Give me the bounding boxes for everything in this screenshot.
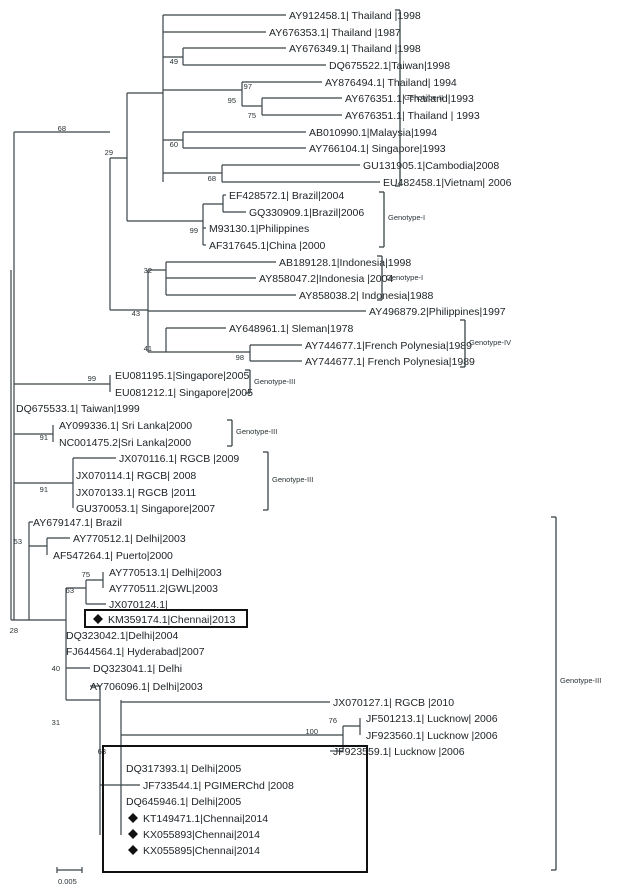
taxon-label: GU131905.1|Cambodia|2008: [363, 160, 499, 172]
taxon-label: AY648961.1| Sleman|1978: [229, 323, 354, 335]
bootstrap-value: 99: [88, 374, 96, 383]
highlight-boxes: [84, 609, 368, 873]
bootstrap-values: 97 49 95 75 60 68 29 68 99 32 43 41 98 99 91 91 53 75 63 40…: [10, 57, 337, 756]
study-isolate-diamond-icon: [128, 813, 138, 823]
genotype-label: Genotype-I: [388, 213, 425, 222]
taxon-label: FJ644564.1| Hyderabad|2007: [66, 646, 205, 658]
taxon-label: AY676353.1| Thailand |1987: [269, 27, 401, 39]
bootstrap-value: 98: [236, 353, 244, 362]
taxon-label: JX070133.1| RGCB |2011: [76, 487, 196, 499]
taxon-label: JF923560.1| Lucknow |2006: [366, 730, 498, 742]
bootstrap-value: 41: [144, 344, 152, 353]
taxon-label: DQ323041.1| Delhi: [93, 663, 182, 675]
taxon-label: AY676349.1| Thailand |1998: [289, 43, 421, 55]
taxon-label: AY858038.2| Indonesia|1988: [299, 290, 433, 302]
bootstrap-value: 43: [132, 309, 140, 318]
taxon-label: DQ675522.1|Taiwan|1998: [329, 60, 450, 72]
study-isolate-diamond-icon: [93, 614, 103, 624]
taxon-label: AB189128.1|Indonesia|1998: [279, 257, 411, 269]
genotype-label: Genotype-II: [404, 93, 443, 102]
taxon-label: JF733544.1| PGIMERChd |2008: [143, 780, 294, 792]
taxon-label: AY770511.2|GWL|2003: [109, 583, 218, 595]
taxon-label: KM359174.1|Chennai|2013: [108, 614, 236, 626]
bootstrap-value: 53: [14, 537, 22, 546]
study-isolate-diamond-icon: [128, 829, 138, 839]
bootstrap-value: 63: [66, 586, 74, 595]
bootstrap-value: 31: [52, 718, 60, 727]
bootstrap-value: 91: [40, 485, 48, 494]
taxon-label: AY496879.2|Philippines|1997: [369, 306, 506, 318]
taxon-label: JX070127.1| RGCB |2010: [333, 697, 454, 709]
taxon-label: DQ317393.1| Delhi|2005: [126, 763, 241, 775]
taxon-label: JX070116.1| RGCB |2009: [119, 453, 239, 465]
bootstrap-value: 63: [98, 747, 106, 756]
taxon-label: AY099336.1| Sri Lanka|2000: [59, 420, 192, 432]
taxon-label: GU370053.1| Singapore|2007: [76, 503, 215, 515]
bootstrap-value: 75: [82, 570, 90, 579]
taxon-label: DQ645946.1| Delhi|2005: [126, 796, 241, 808]
bootstrap-value: 29: [105, 148, 113, 157]
genotype-label: Genotype-III: [560, 676, 601, 685]
taxon-label: AF547264.1| Puerto|2000: [53, 550, 173, 562]
taxon-label: AY858047.2|Indonesia |2004: [259, 273, 393, 285]
taxon-label: NC001475.2|Sri Lanka|2000: [59, 437, 191, 449]
taxon-label: AY770512.1| Delhi|2003: [73, 533, 186, 545]
taxon-label: KX055893|Chennai|2014: [143, 829, 260, 841]
taxon-label: AY706096.1| Delhi|2003: [90, 681, 203, 693]
taxon-label: AY676351.1| Thailand | 1993: [345, 110, 480, 122]
taxon-label: GQ330909.1|Brazil|2006: [249, 207, 364, 219]
scale-bar-label: 0.005: [58, 877, 77, 886]
taxon-label: JF501213.1| Lucknow| 2006: [366, 713, 498, 725]
taxon-label: AF317645.1|China |2000: [209, 240, 326, 252]
bootstrap-value: 49: [170, 57, 178, 66]
bootstrap-value: 40: [52, 664, 60, 673]
taxon-label: AB010990.1|Malaysia|1994: [309, 127, 437, 139]
bootstrap-value: 60: [170, 140, 178, 149]
taxon-label: JX070124.1|: [109, 599, 168, 611]
taxon-label: AY676351.1| Thailand|1993: [345, 93, 474, 105]
genotype-label: Genotype-III: [236, 427, 277, 436]
taxon-label: JF923559.1| Lucknow |2006: [333, 746, 465, 758]
bootstrap-value: 68: [208, 174, 216, 183]
taxon-label: EF428572.1| Brazil|2004: [229, 190, 344, 202]
genotype-label: Genotype-III: [272, 475, 313, 484]
bootstrap-value: 76: [329, 716, 337, 725]
taxon-label: DQ323042.1|Delhi|2004: [66, 630, 178, 642]
taxon-label: AY744677.1| French Polynesia|1989: [305, 356, 475, 368]
taxon-label: M93130.1|Philippines: [209, 223, 309, 235]
highlight-box-km359174: [84, 609, 248, 628]
bootstrap-value: 95: [228, 96, 236, 105]
bootstrap-value: 28: [10, 626, 18, 635]
taxon-label: AY744677.1|French Polynesia|1989: [305, 340, 472, 352]
taxon-label: AY766104.1| Singapore|1993: [309, 143, 446, 155]
taxon-label: KX055895|Chennai|2014: [143, 845, 260, 857]
bootstrap-value: 68: [58, 124, 66, 133]
scale-bar: 0.005: [56, 867, 83, 886]
taxon-label: AY770513.1| Delhi|2003: [109, 567, 222, 579]
taxon-label: EU081195.1|Singapore|2005: [115, 370, 249, 382]
bootstrap-value: 32: [144, 266, 152, 275]
taxon-label: EU482458.1|Vietnam| 2006: [383, 177, 512, 189]
bootstrap-value: 100: [305, 727, 318, 736]
taxon-label: KT149471.1|Chennai|2014: [143, 813, 268, 825]
study-isolate-diamond-icon: [128, 845, 138, 855]
genotype-label: Genotype-I: [386, 273, 423, 282]
bootstrap-value: 91: [40, 433, 48, 442]
taxon-label: AY679147.1| Brazil: [33, 517, 122, 529]
taxon-label: JX070114.1| RGCB| 2008: [76, 470, 196, 482]
genotype-label: Genotype-III: [254, 377, 295, 386]
bootstrap-value: 75: [248, 111, 256, 120]
taxon-label: EU081212.1| Singapore|2005: [115, 387, 253, 399]
genotype-label: Genotype-IV: [469, 338, 511, 347]
bootstrap-value: 99: [190, 226, 198, 235]
bootstrap-value: 97: [244, 82, 252, 91]
tree-branches: [10, 14, 380, 835]
genotype-brackets: Genotype-II Genotype-I Genotype-I Genotype-…: [227, 9, 601, 871]
highlight-box-chennai-2014-cluster: [102, 745, 368, 873]
taxon-label: DQ675533.1| Taiwan|1999: [16, 403, 140, 415]
taxon-label: AY912458.1| Thailand |1998: [289, 10, 421, 22]
taxon-label: AY876494.1| Thailand| 1994: [325, 77, 457, 89]
